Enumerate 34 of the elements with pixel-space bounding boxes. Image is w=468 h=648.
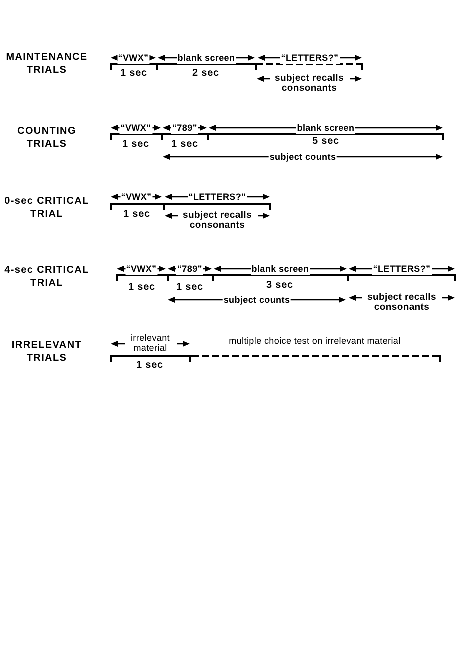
duration-label: 1 sec xyxy=(128,282,156,294)
phase-label: “LETTERS?” xyxy=(280,52,340,64)
phase-label: subject counts xyxy=(222,294,292,306)
trial-type-label: 0-sec CRITICAL TRIAL xyxy=(4,194,90,220)
phase-label: “VWX” xyxy=(125,263,158,275)
trial-type-label: COUNTING TRIALS xyxy=(16,124,78,150)
phase-label: blank screen xyxy=(176,52,236,64)
duration-label: 1 sec xyxy=(122,139,150,151)
trial-type-label: MAINTENANCE TRIALS xyxy=(5,50,89,76)
phase-label: subject counts xyxy=(268,151,338,163)
phase-label: subject recalls consonants xyxy=(362,293,442,313)
duration-label: 2 sec xyxy=(192,68,220,80)
phase-label: blank screen xyxy=(250,263,310,275)
duration-label: 1 sec xyxy=(176,282,204,294)
duration-label: 1 sec xyxy=(120,68,148,80)
phase-label: blank screen xyxy=(296,122,356,134)
duration-label: 5 sec xyxy=(312,136,340,148)
phase-label: subject recalls consonants xyxy=(178,211,258,231)
duration-label: 3 sec xyxy=(266,280,294,292)
phase-label: “VWX” xyxy=(120,122,152,134)
trial-type-label: 4-sec CRITICAL TRIAL xyxy=(4,264,90,290)
trial-type-label: IRRELEVANT TRIALS xyxy=(10,338,84,364)
phase-label: “VWX” xyxy=(120,191,153,203)
phase-label: irrelevant material xyxy=(124,333,176,353)
duration-label: 1 sec xyxy=(123,209,151,221)
phase-label: subject recalls consonants xyxy=(270,74,350,94)
phase-label: “789” xyxy=(176,263,204,275)
phase-label: “LETTERS?” xyxy=(188,191,248,203)
phase-label: “LETTERS?” xyxy=(372,263,432,275)
duration-label: 1 sec xyxy=(136,360,164,372)
duration-label: 1 sec xyxy=(171,139,199,151)
phase-label: “VWX” xyxy=(117,52,150,64)
phase-label: multiple choice test on irrelevant material xyxy=(229,335,401,347)
phase-label: “789” xyxy=(171,122,199,134)
